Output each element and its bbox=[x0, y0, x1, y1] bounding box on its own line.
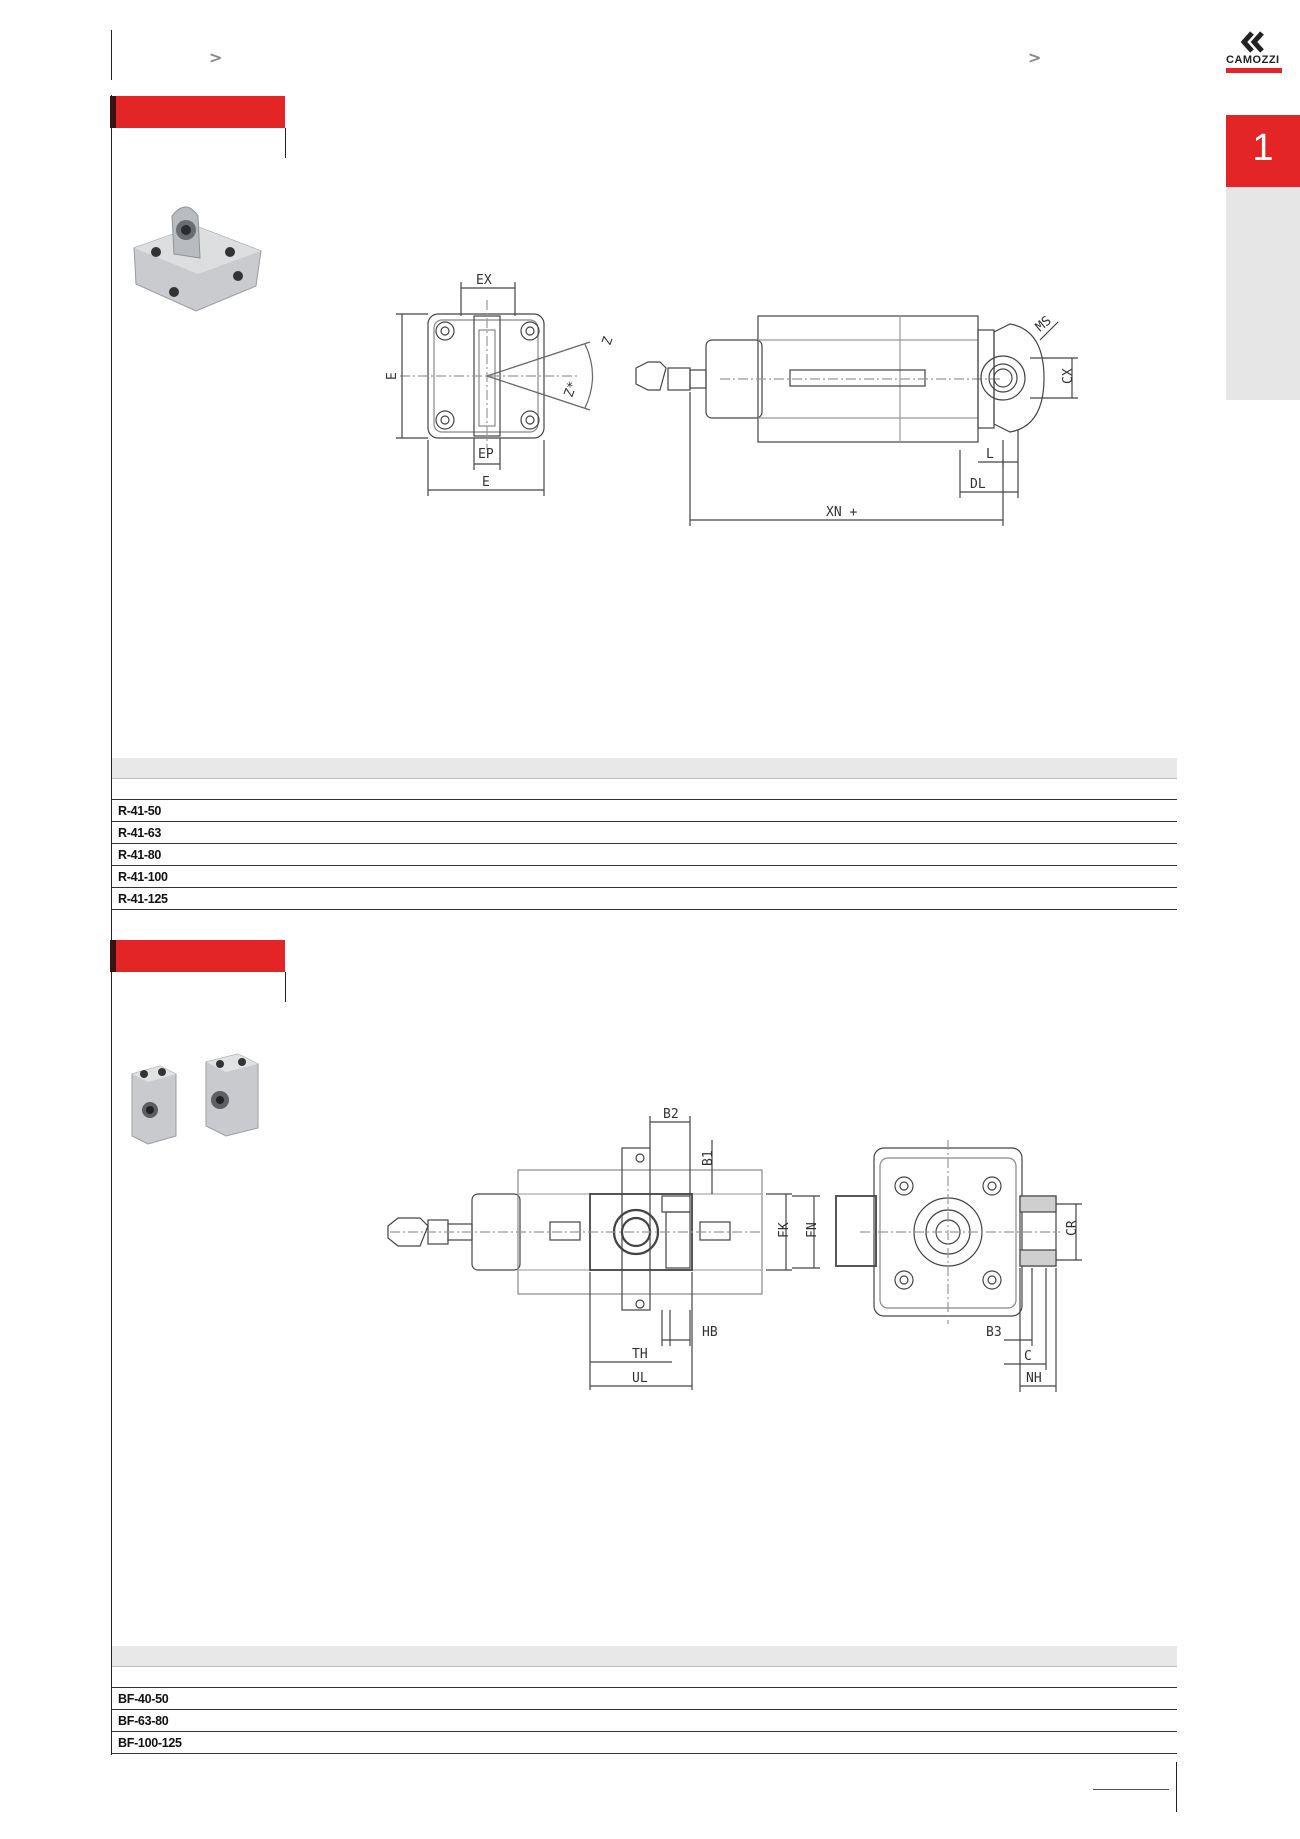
brand-name: CAMOZZI bbox=[1226, 54, 1280, 66]
dim-cx: CX bbox=[1061, 368, 1076, 384]
dim-z: Z bbox=[600, 335, 617, 348]
breadcrumb-arrow-left[interactable]: > bbox=[209, 48, 223, 67]
dim-nh: NH bbox=[1026, 1371, 1042, 1386]
content-left-rule bbox=[111, 95, 112, 1755]
camozzi-logo-icon bbox=[1240, 31, 1264, 53]
trunnion-block-table: BF-40-50 BF-63-80 BF-100-125 bbox=[112, 1646, 1177, 1754]
section1-title-bar bbox=[110, 96, 285, 128]
table-row: R-41-100 bbox=[112, 865, 1177, 888]
table-cell-code: R-41-100 bbox=[112, 865, 1177, 888]
table-row: R-41-125 bbox=[112, 887, 1177, 910]
table-cell-code: BF-63-80 bbox=[112, 1709, 1177, 1732]
table-cell-code: R-41-50 bbox=[112, 799, 1177, 822]
table-subheader-row bbox=[112, 778, 1177, 800]
left-margin-line bbox=[111, 30, 112, 80]
dim-th: TH bbox=[632, 1347, 648, 1362]
dim-ep: EP bbox=[478, 447, 494, 462]
section2-title-bar bbox=[110, 940, 285, 972]
table-cell-code: R-41-125 bbox=[112, 887, 1177, 910]
section-number: 1 bbox=[1252, 127, 1274, 169]
brand-underline bbox=[1226, 68, 1282, 73]
dim-c: C bbox=[1024, 1349, 1032, 1364]
rear-hinge-table: R-41-50 R-41-63 R-41-80 R-41-100 R-41-12… bbox=[112, 758, 1177, 910]
dim-ms: MS bbox=[1033, 314, 1055, 336]
dim-cr: CR bbox=[1065, 1220, 1080, 1236]
dim-b3: B3 bbox=[986, 1325, 1002, 1340]
table-subheader-row bbox=[112, 1666, 1177, 1688]
table-row: R-41-80 bbox=[112, 843, 1177, 866]
trunnion-block-drawing: B2 B1 FK FN HB TH UL CR B3 C NH bbox=[387, 1107, 1082, 1392]
table-header-row bbox=[112, 758, 1177, 779]
dim-hb: HB bbox=[702, 1325, 718, 1340]
dim-xn: XN + bbox=[826, 505, 857, 520]
dim-z-star: Z* bbox=[562, 380, 581, 400]
table-row: BF-63-80 bbox=[112, 1709, 1177, 1732]
side-tab-panel bbox=[1226, 187, 1300, 400]
dim-ex: EX bbox=[476, 273, 492, 288]
rear-hinge-photo bbox=[133, 206, 262, 312]
table-header-row bbox=[112, 1646, 1177, 1667]
table-row: BF-40-50 bbox=[112, 1687, 1177, 1710]
table-cell-code: R-41-63 bbox=[112, 821, 1177, 844]
footer-rule bbox=[1093, 1789, 1169, 1790]
dim-dl: DL bbox=[970, 477, 986, 492]
dim-fn: FN bbox=[805, 1222, 820, 1238]
section1-title-rule bbox=[285, 128, 286, 158]
dim-e-side: E bbox=[385, 372, 400, 380]
footer-divider bbox=[1176, 1762, 1177, 1812]
dim-b1: B1 bbox=[701, 1150, 716, 1166]
table-row: R-41-50 bbox=[112, 799, 1177, 822]
dim-b2: B2 bbox=[663, 1107, 679, 1122]
table-cell-code: BF-40-50 bbox=[112, 1687, 1177, 1710]
dim-ul: UL bbox=[632, 1371, 648, 1386]
table-cell-code: R-41-80 bbox=[112, 843, 1177, 866]
dim-l: L bbox=[986, 447, 994, 462]
breadcrumb-arrow-right[interactable]: > bbox=[1028, 48, 1042, 67]
section2-title-rule bbox=[285, 972, 286, 1002]
section-tab[interactable]: 1 bbox=[1226, 115, 1300, 187]
dim-fk: FK bbox=[777, 1222, 792, 1238]
trunnion-block-photo bbox=[131, 1053, 259, 1145]
rear-hinge-drawing: EX E Z Z* EP E MS CX L DL XN + bbox=[385, 273, 1078, 526]
table-row: R-41-63 bbox=[112, 821, 1177, 844]
table-row: BF-100-125 bbox=[112, 1731, 1177, 1754]
dim-e-bottom: E bbox=[482, 475, 490, 490]
table-cell-code: BF-100-125 bbox=[112, 1731, 1177, 1754]
